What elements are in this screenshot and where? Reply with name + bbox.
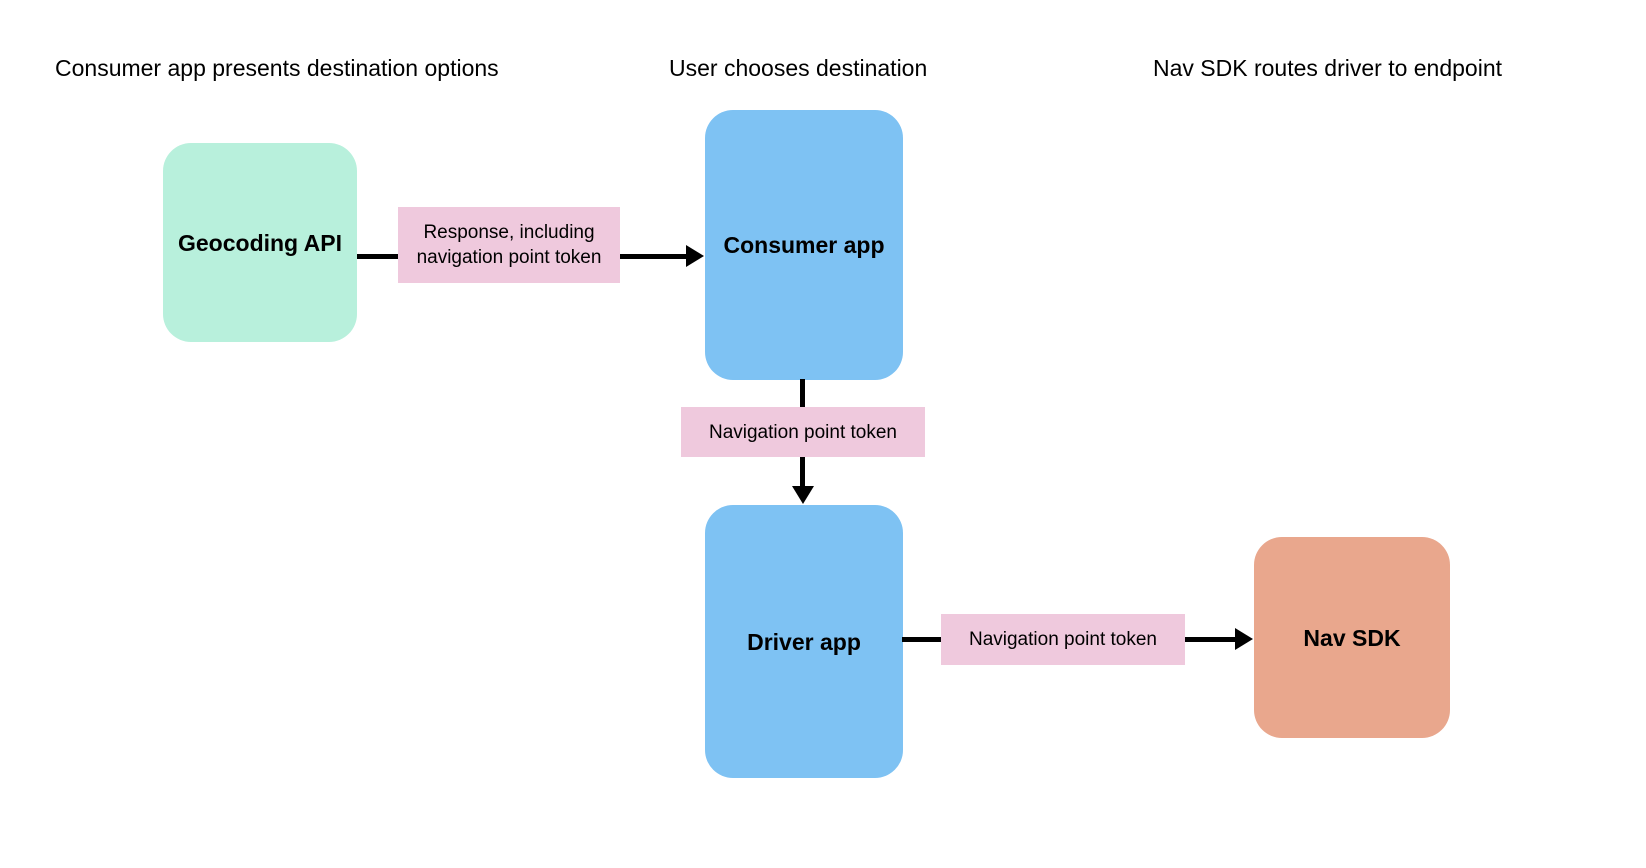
- node-nav-sdk-label: Nav SDK: [1303, 624, 1401, 651]
- column-header-nav-sdk-routes-driver: Nav SDK routes driver to endpoint: [1153, 55, 1503, 81]
- edge-label-navigation-point-token-horizontal-text: Navigation point token: [968, 629, 1157, 650]
- connector-label-to-driver-app: [800, 455, 805, 487]
- connector-driver-app-to-label: [902, 637, 943, 642]
- arrowhead-down-icon-to-driver-app: [792, 486, 814, 504]
- node-driver-app[interactable]: Driver app: [705, 505, 903, 778]
- connector-geocoding-to-label: [357, 254, 400, 259]
- node-consumer-app-label: Consumer app: [723, 232, 885, 258]
- arrowhead-right-icon-to-nav-sdk: [1235, 628, 1253, 650]
- edge-label-response-text: Response, including navigation point tok…: [416, 222, 602, 268]
- arrowhead-right-icon-to-consumer-app: [686, 245, 704, 267]
- edge-label-navigation-point-token-vertical: Navigation point token: [681, 407, 925, 457]
- node-consumer-app[interactable]: Consumer app: [705, 110, 903, 380]
- column-header-consumer-app-presents: Consumer app presents destination option…: [55, 55, 499, 81]
- edge-label-navigation-point-token-vertical-text: Navigation point token: [708, 421, 897, 443]
- connector-consumer-app-to-label: [800, 379, 805, 409]
- node-geocoding-api-label: Geocoding API: [178, 229, 342, 256]
- node-nav-sdk[interactable]: Nav SDK: [1254, 537, 1450, 738]
- column-header-user-chooses-destination: User chooses destination: [669, 55, 928, 81]
- edge-label-navigation-point-token-horizontal: Navigation point token: [941, 614, 1185, 665]
- node-geocoding-api[interactable]: Geocoding API: [163, 143, 357, 342]
- edge-label-response-including-nav-token: Response, including navigation point tok…: [398, 207, 620, 283]
- connector-label-to-consumer-app: [619, 254, 687, 259]
- node-driver-app-label: Driver app: [747, 628, 861, 655]
- connector-label-to-nav-sdk: [1184, 637, 1236, 642]
